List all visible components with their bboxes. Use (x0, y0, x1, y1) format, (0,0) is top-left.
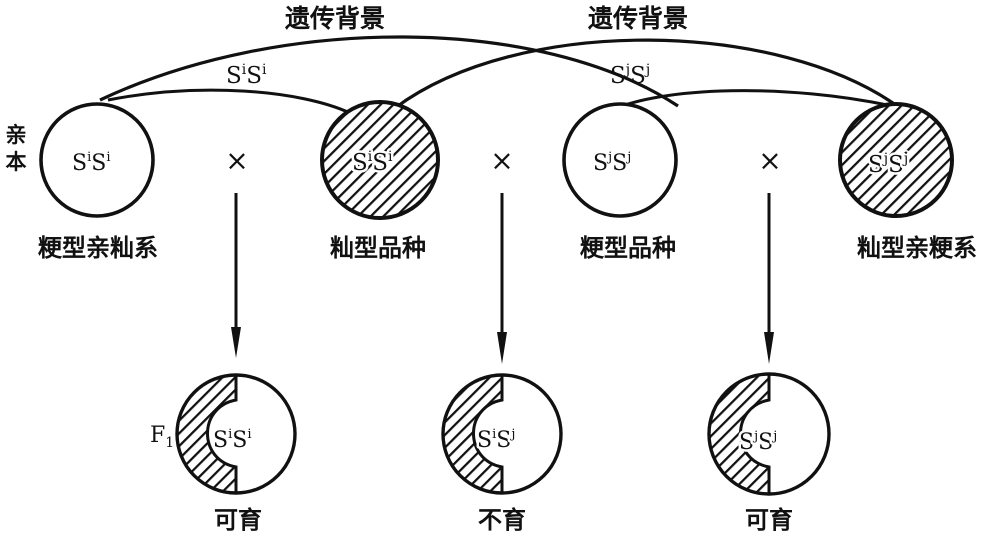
offspring-circle-2 (441, 373, 563, 495)
cross-symbol-3: × (758, 144, 781, 177)
offspring-circle-3 (707, 372, 831, 496)
genetic-background-label-right: 遗传背景 (587, 4, 688, 33)
offspring-circle-1 (175, 373, 297, 495)
parent-circle-2 (320, 100, 440, 220)
arrow-2 (497, 193, 507, 364)
arrow-3 (764, 193, 774, 364)
parent-label-3: 粳型品种 (580, 234, 676, 262)
parent-circle-4 (838, 102, 954, 218)
cytoplasm-arc-left (107, 88, 351, 115)
offspring-result-3: 可育 (745, 506, 793, 534)
arrow-1 (231, 193, 241, 358)
parent-label-2: 籼型品种 (330, 234, 426, 262)
parent-genotype-2: SiSi (352, 149, 393, 176)
background-arc-left (99, 35, 679, 108)
offspring-genotype-1: SiSi (213, 427, 252, 453)
parent-circle-3 (562, 102, 678, 218)
f1-row-label: F1 (150, 423, 174, 451)
parent-genotype-4: SjSj (868, 151, 908, 178)
offspring-result-1: 可育 (214, 506, 262, 534)
arc-genotype-left: SiSi (226, 62, 267, 89)
offspring-result-2: 不育 (478, 506, 526, 534)
parents-row-label: 亲本 (6, 123, 27, 174)
cross-symbol-1: × (225, 144, 248, 177)
cross-symbol-2: × (490, 144, 513, 177)
parent-label-1: 粳型亲籼系 (38, 234, 158, 262)
genetic-background-label-left: 遗传背景 (284, 4, 385, 33)
offspring-genotype-2: SiSj (477, 427, 515, 453)
parent-genotype-1: SiSi (72, 150, 111, 176)
background-arc-right (394, 38, 901, 110)
arc-genotype-right: SjSj (610, 62, 650, 89)
offspring-genotype-3: SjSj (739, 429, 777, 455)
parent-circle-1 (39, 102, 155, 218)
parent-label-4: 籼型亲粳系 (857, 234, 977, 262)
parent-genotype-3: SjSj (593, 150, 631, 176)
